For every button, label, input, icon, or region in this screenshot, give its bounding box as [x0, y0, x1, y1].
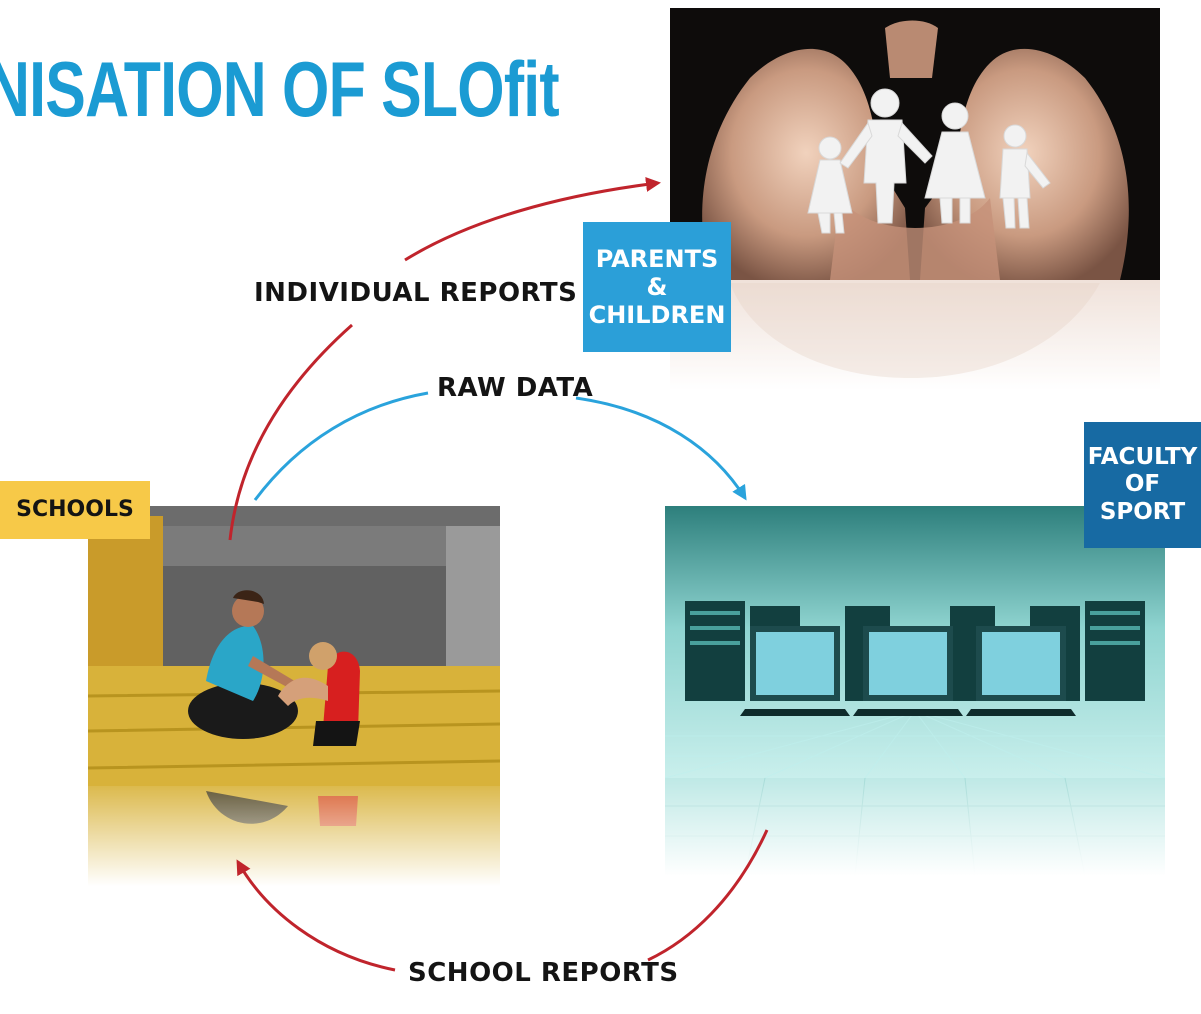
parents-tag-line3: CHILDREN	[588, 301, 726, 330]
page-title: NISATION OF SLOfit	[0, 45, 560, 133]
parents-tag-line2: &	[646, 272, 668, 301]
parents-children-tag: PARENTS & CHILDREN	[583, 222, 731, 352]
faculty-tag-line2: OF	[1124, 471, 1161, 498]
individual-reports-label: INDIVIDUAL REPORTS	[254, 278, 578, 308]
parents-children-photo	[670, 8, 1160, 390]
school-reports-arrow-right	[647, 829, 769, 962]
individual-reports-arrow	[228, 323, 353, 541]
school-reports-arrow-left	[236, 859, 396, 972]
raw-data-label: RAW DATA	[437, 373, 594, 403]
faculty-photo	[665, 506, 1165, 876]
schools-tag: SCHOOLS	[0, 481, 150, 539]
faculty-tag-line1: FACULTY	[1087, 444, 1198, 471]
individual-reports-arrow-head	[404, 177, 661, 262]
school-photo	[88, 506, 500, 886]
raw-data-arrow-right	[575, 396, 747, 501]
faculty-of-sport-tag: FACULTY OF SPORT	[1084, 422, 1201, 548]
school-reports-label: SCHOOL REPORTS	[408, 958, 679, 988]
parents-tag-line1: PARENTS	[595, 244, 719, 273]
raw-data-arrow-left	[253, 391, 429, 501]
faculty-tag-line3: SPORT	[1099, 498, 1186, 525]
